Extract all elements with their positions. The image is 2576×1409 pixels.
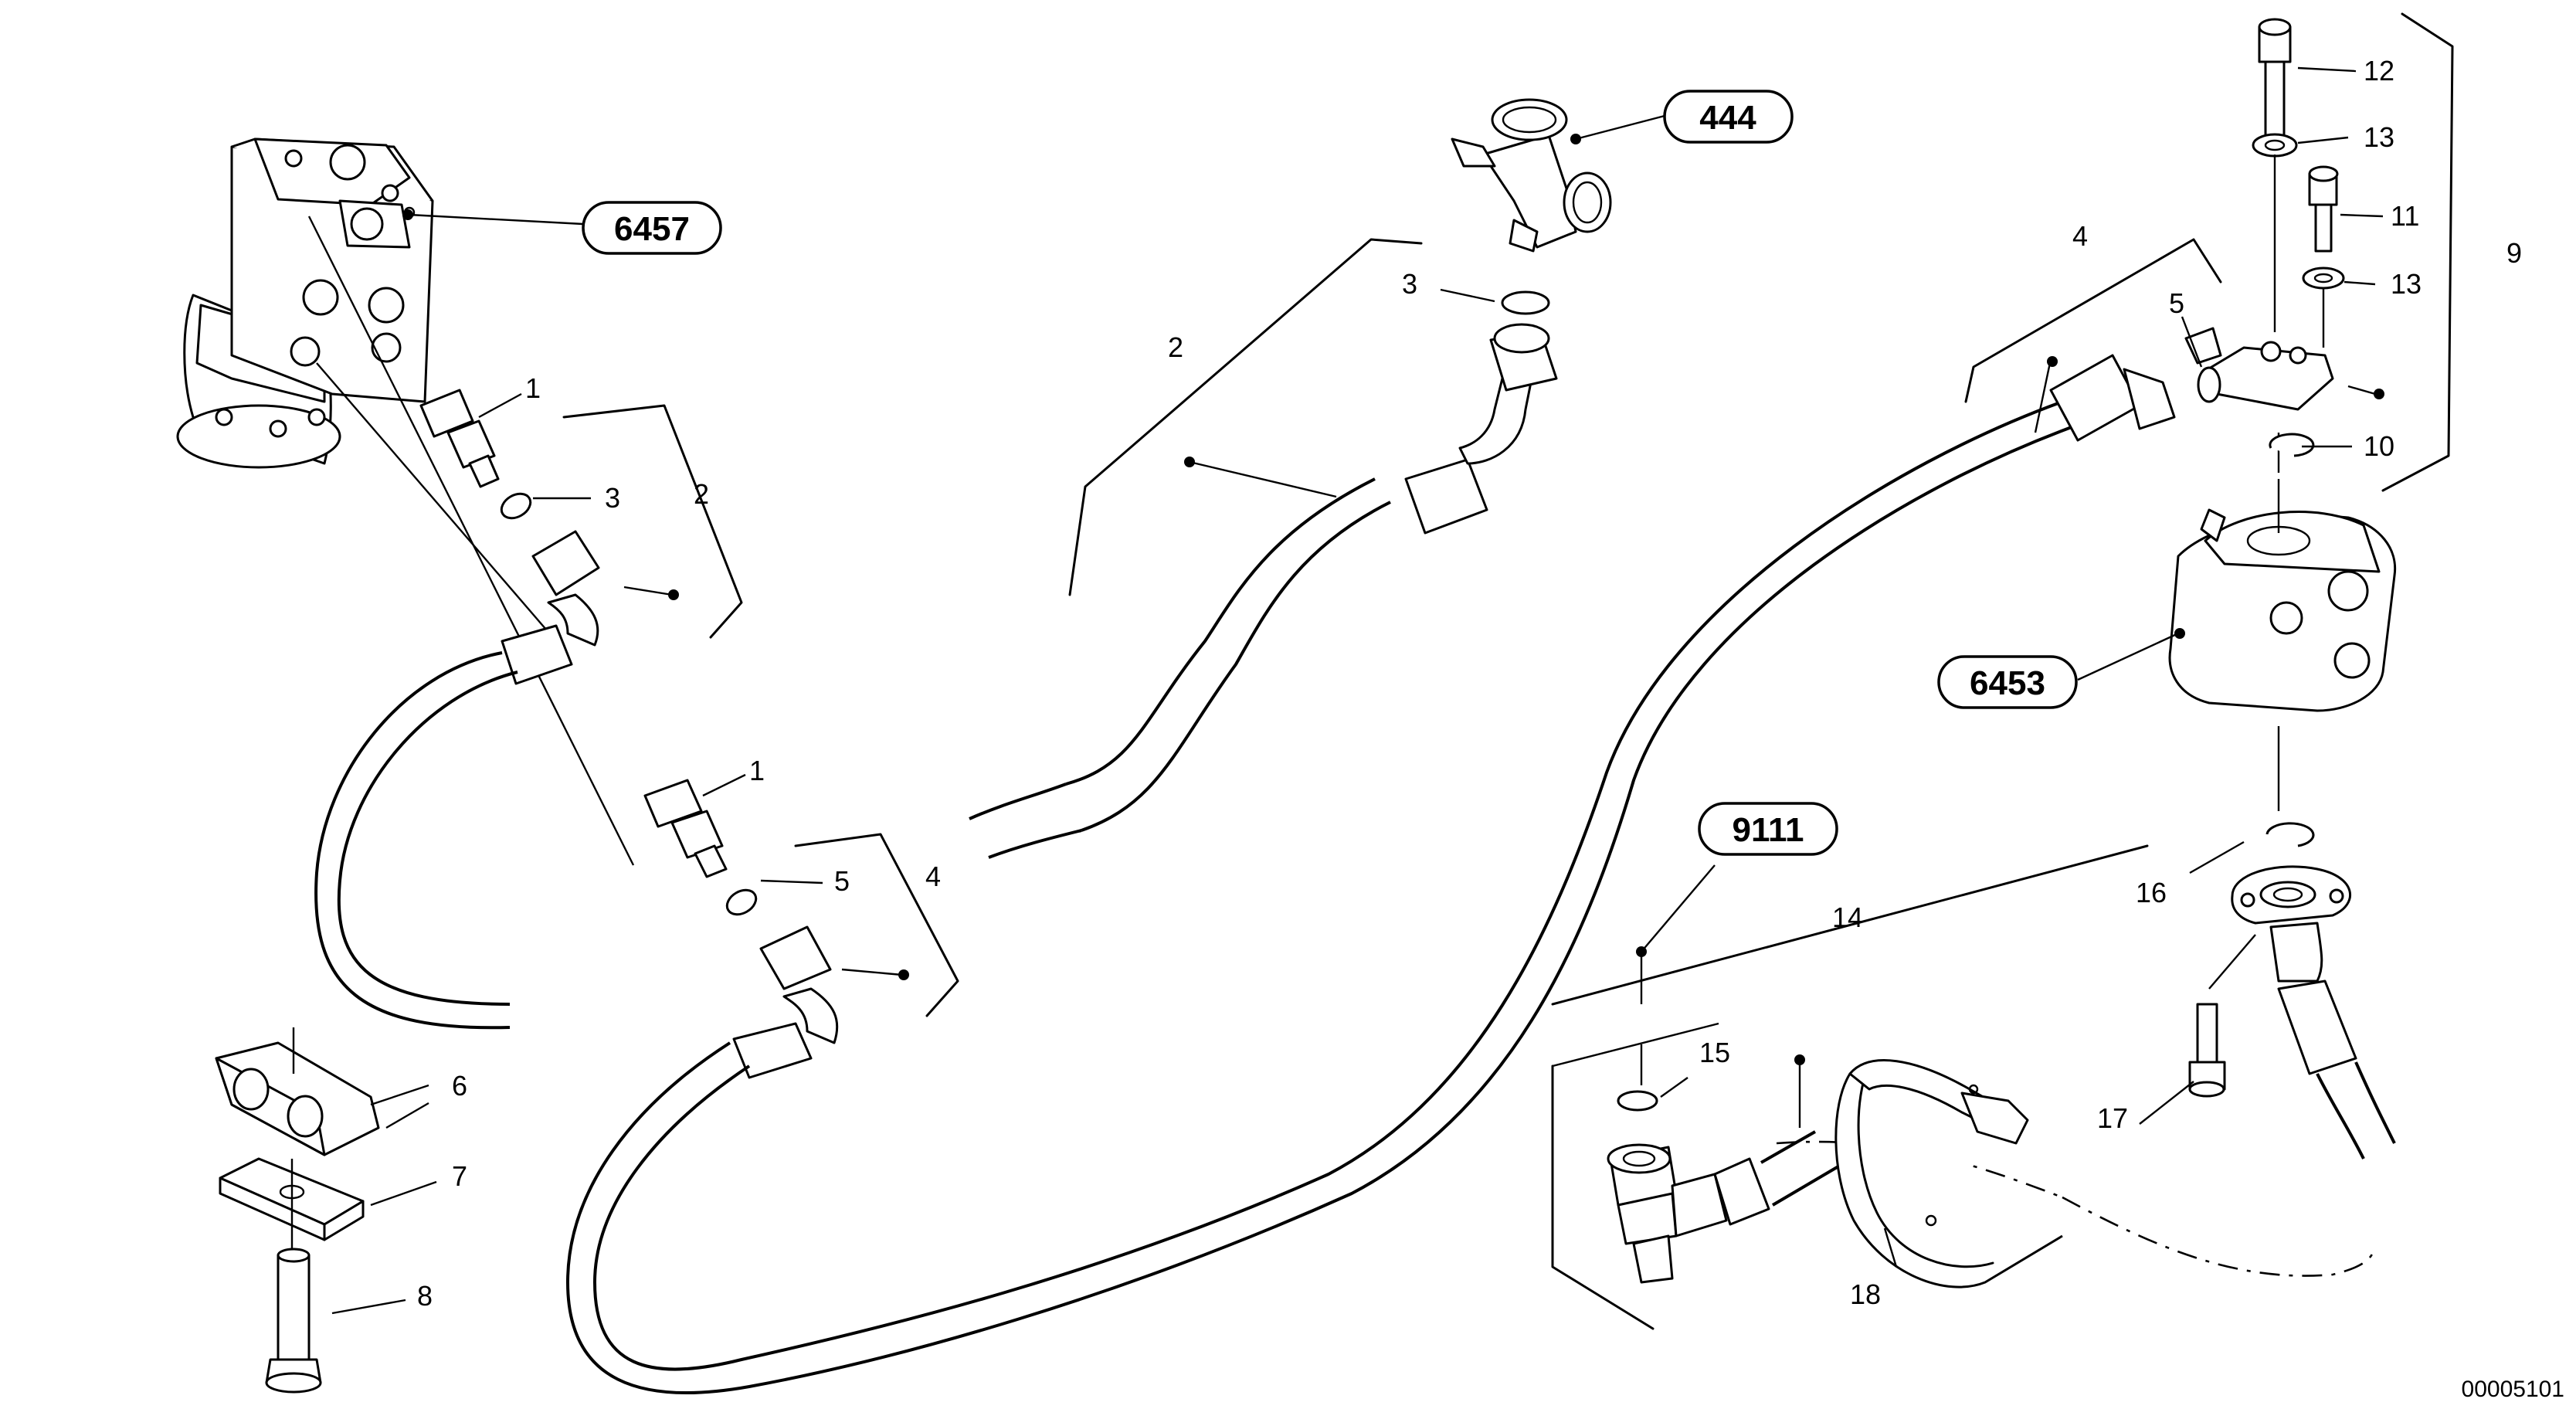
bracket-2-center xyxy=(1068,238,1423,596)
washer-13 xyxy=(2252,133,2298,158)
ref-label-9111: 9111 xyxy=(1732,811,1804,849)
ref-box-9111[interactable]: 9111 xyxy=(1698,802,1838,856)
callout-13-lower: 13 xyxy=(2391,268,2422,300)
hose-clamp-18 xyxy=(1834,1059,2063,1288)
bracket-14-left xyxy=(1551,1064,1655,1330)
screw-17 xyxy=(2188,1003,2226,1098)
adapter-fitting-1-lower xyxy=(643,779,728,878)
hose-break-line xyxy=(969,783,1067,820)
center-line xyxy=(316,362,557,642)
circlip-16 xyxy=(2265,822,2315,847)
callout-12: 12 xyxy=(2364,55,2394,87)
screw-12 xyxy=(2258,18,2292,137)
document-id: 00005101 xyxy=(2462,1377,2564,1402)
callout-1-lower: 1 xyxy=(749,755,765,786)
washer-13-lower xyxy=(2302,267,2345,290)
ref-label-444: 444 xyxy=(1699,99,1756,137)
ref-box-6457[interactable]: 6457 xyxy=(402,201,722,255)
callout-10: 10 xyxy=(2364,430,2394,462)
o-ring-3-center xyxy=(1501,290,1550,315)
bracket-2-left xyxy=(562,404,743,639)
o-ring-5-right xyxy=(2197,366,2221,403)
circlip-10 xyxy=(2269,433,2315,457)
callout-16: 16 xyxy=(2136,877,2167,908)
bracket-4-right xyxy=(1964,238,2222,403)
bracket-14-top xyxy=(1551,844,2149,1006)
hose-break-line xyxy=(988,829,1082,859)
clamp-block-6 xyxy=(215,1027,380,1156)
hose-2-left xyxy=(314,530,600,1030)
callout-18: 18 xyxy=(1850,1278,1881,1310)
callout-13: 13 xyxy=(2364,121,2394,153)
hose-dashed-continuation xyxy=(2062,1196,2377,1277)
return-flange-fitting xyxy=(2231,865,2396,1159)
steering-unit-6457 xyxy=(176,138,434,469)
bolt-8 xyxy=(265,1248,322,1394)
pump-6453 xyxy=(2168,479,2397,712)
callouts: 1 3 2 1 5 4 6 7 8 3 2 4 5 12 13 11 13 9 xyxy=(331,55,2522,1315)
callout-8: 8 xyxy=(417,1280,433,1312)
o-ring-3 xyxy=(500,492,532,520)
callout-4-right: 4 xyxy=(2072,220,2088,252)
callout-5-right: 5 xyxy=(2169,287,2184,319)
screw-11 xyxy=(2308,165,2339,253)
center-line xyxy=(307,216,635,866)
ref-label-6457: 6457 xyxy=(614,210,690,248)
tee-fitting-444 xyxy=(1451,98,1612,253)
callout-3-center: 3 xyxy=(1402,268,1417,300)
callout-14: 14 xyxy=(1832,901,1863,933)
callout-2-center: 2 xyxy=(1168,331,1183,363)
callout-7: 7 xyxy=(452,1160,467,1192)
return-elbow-fitting xyxy=(1607,1130,1840,1284)
callout-4: 4 xyxy=(925,861,941,892)
bracket-9 xyxy=(2381,12,2454,492)
hose-4-long xyxy=(565,354,2176,1395)
callout-3: 3 xyxy=(605,482,620,514)
ref-box-444[interactable]: 444 xyxy=(1663,90,1794,144)
hose-2-center xyxy=(1065,323,1558,832)
o-ring-15 xyxy=(1617,1090,1658,1112)
callout-9: 9 xyxy=(2506,237,2522,269)
callout-2: 2 xyxy=(694,478,709,510)
adapter-fitting-1-upper xyxy=(419,389,500,488)
ref-box-6453[interactable]: 6453 xyxy=(1937,628,2185,709)
bracket-14-top-inner xyxy=(1552,1022,1719,1068)
callout-6: 6 xyxy=(452,1070,467,1102)
callout-15: 15 xyxy=(1699,1037,1730,1068)
ref-label-6453: 6453 xyxy=(1970,664,2045,702)
callout-5: 5 xyxy=(834,865,850,897)
callout-11: 11 xyxy=(2391,200,2419,232)
bracket-4-left xyxy=(794,833,959,1017)
callout-17: 17 xyxy=(2097,1102,2128,1134)
o-ring-5 xyxy=(725,888,758,916)
callout-1: 1 xyxy=(525,372,541,404)
